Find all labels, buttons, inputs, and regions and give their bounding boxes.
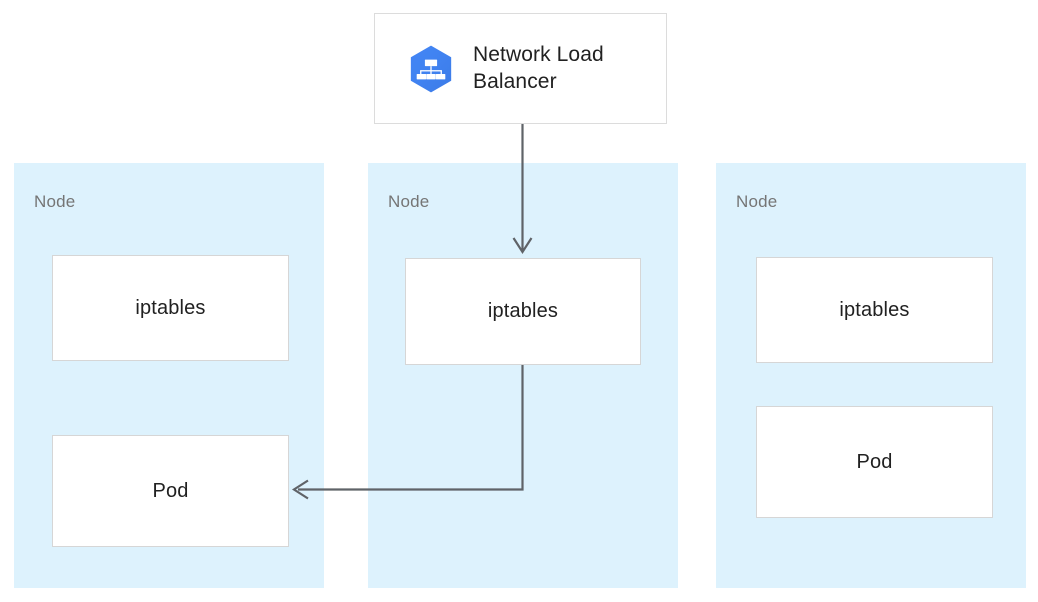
- node-panel-2[interactable]: Node: [716, 163, 1026, 588]
- network-load-balancer-icon: [410, 45, 452, 92]
- node-2-iptables-box[interactable]: iptables: [756, 257, 993, 363]
- network-load-balancer-label: Network Load Balancer: [473, 42, 604, 93]
- node-0-pod-box[interactable]: Pod: [52, 435, 289, 547]
- node-0-iptables-box[interactable]: iptables: [52, 255, 289, 361]
- node-label-2: Node: [736, 192, 778, 211]
- network-load-balancer-card[interactable]: Network Load Balancer: [374, 13, 667, 124]
- node-1-iptables-box[interactable]: iptables: [405, 258, 641, 365]
- node-panel-1[interactable]: Node: [368, 163, 678, 588]
- node-label-1: Node: [388, 192, 430, 211]
- node-2-pod-box[interactable]: Pod: [756, 406, 993, 518]
- node-label-0: Node: [34, 192, 76, 211]
